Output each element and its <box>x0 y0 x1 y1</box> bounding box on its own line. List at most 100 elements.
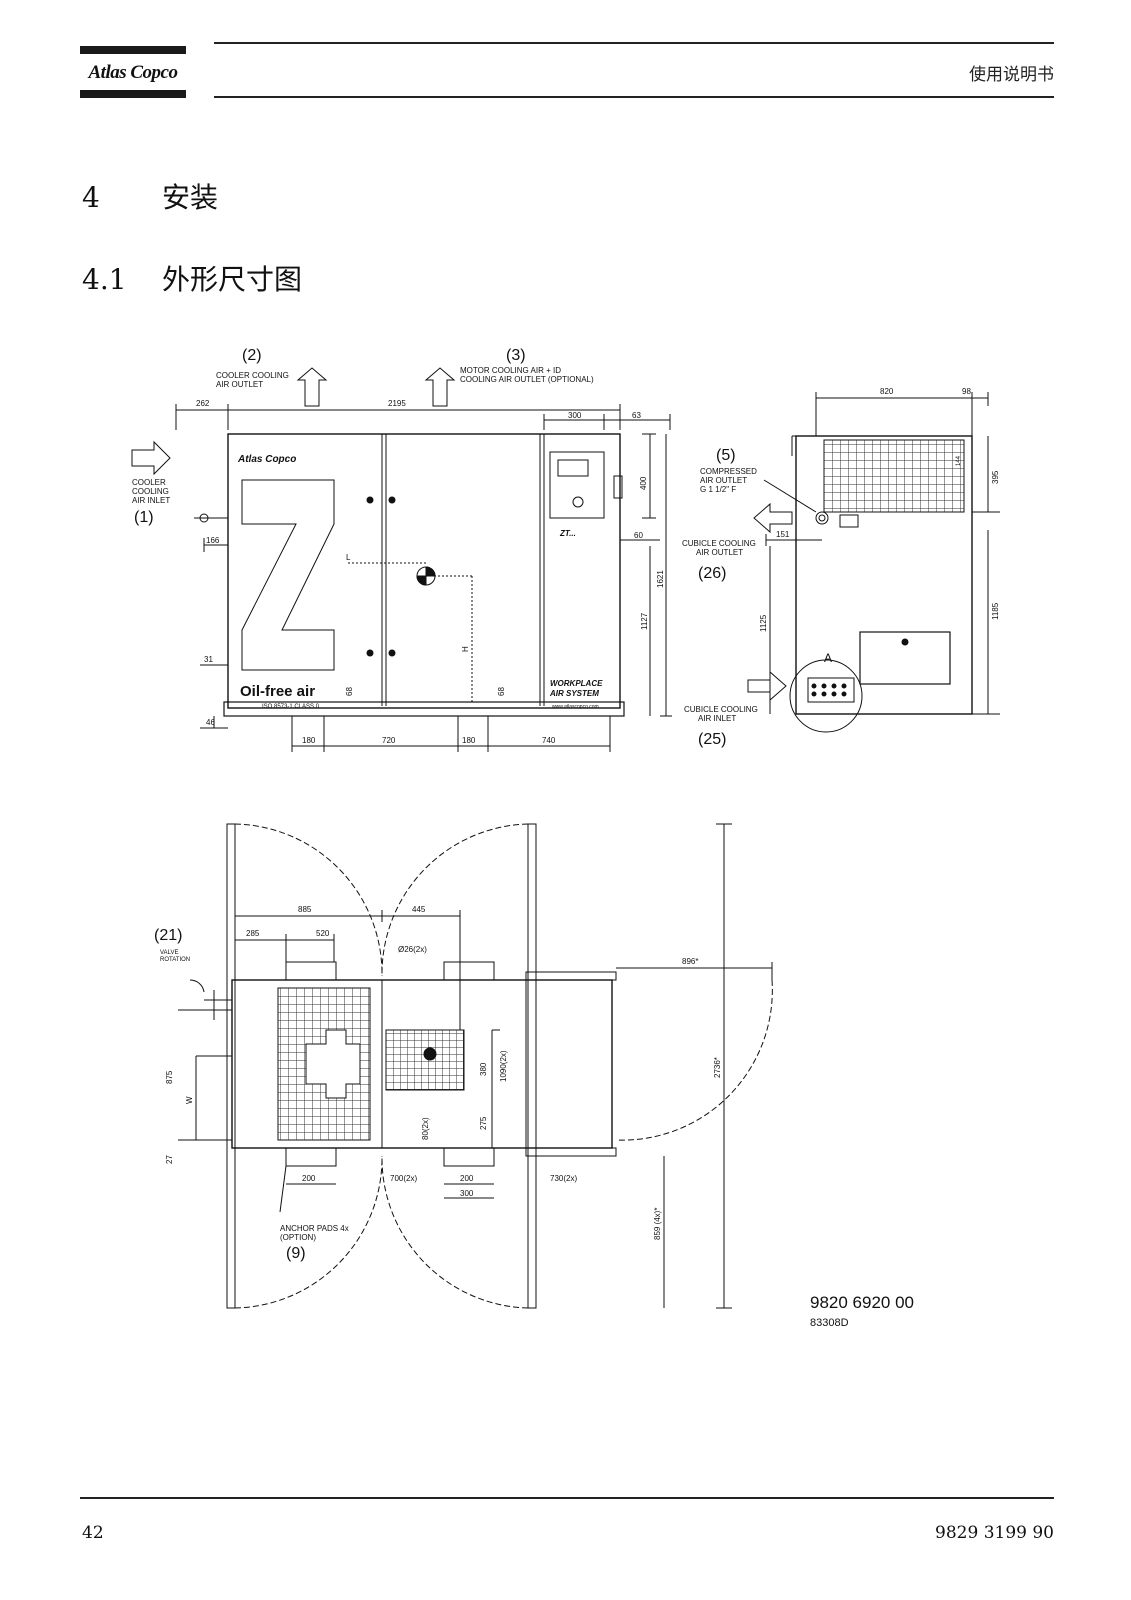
dim-180-right: 180 <box>462 736 476 745</box>
unit-workplace-label-2: AIR SYSTEM <box>549 689 599 698</box>
callout-26: (26) <box>698 565 726 582</box>
dim-300-top: 300 <box>460 1189 474 1198</box>
top-view <box>178 823 773 1309</box>
dim-200-right: 200 <box>460 1174 474 1183</box>
dim-2195: 2195 <box>388 399 406 408</box>
dim-144: 144 <box>956 455 962 466</box>
dim-98: 98 <box>962 387 971 396</box>
dim-166: 166 <box>206 536 220 545</box>
callout-5-text-2: AIR OUTLET <box>700 476 747 485</box>
dim-820: 820 <box>880 387 894 396</box>
dim-27: 27 <box>165 1155 174 1164</box>
dim-1127: 1127 <box>640 612 649 630</box>
logo-wordmark: Atlas Copco <box>88 62 178 83</box>
dim-200-left: 200 <box>302 1174 316 1183</box>
dim-395: 395 <box>991 470 1000 484</box>
dim-700: 700(2x) <box>390 1174 417 1183</box>
callout-25-text-1: CUBICLE COOLING <box>684 705 758 714</box>
dim-60: 60 <box>634 531 643 540</box>
callout-3-text-2: COOLING AIR OUTLET (OPTIONAL) <box>460 375 594 384</box>
unit-model-label: ZT... <box>559 529 576 538</box>
dim-400: 400 <box>639 476 648 490</box>
dim-262: 262 <box>196 399 210 408</box>
drawing-ref: 83308D <box>810 1317 849 1329</box>
dim-2736: 2736* <box>713 1057 722 1078</box>
unit-iso-label: ISO 8573-1 CLASS 0 <box>262 704 320 710</box>
callout-5: (5) <box>716 447 736 464</box>
header-rule-bottom <box>214 96 1054 98</box>
subsection-title: 外形尺寸图 <box>162 263 303 296</box>
dim-885: 885 <box>298 905 312 914</box>
callout-2-text-2: AIR OUTLET <box>216 380 263 389</box>
callout-25-text-2: AIR INLET <box>698 714 736 723</box>
dimension-drawing: (2) COOLER COOLING AIR OUTLET (3) MOTOR … <box>131 347 1000 1329</box>
callout-25: (25) <box>698 731 726 748</box>
dim-31: 31 <box>204 655 213 664</box>
dim-80: 80(2x) <box>421 1117 430 1140</box>
dim-1185: 1185 <box>991 602 1000 620</box>
dim-W: W <box>185 1096 194 1104</box>
callout-9-text-2: (OPTION) <box>280 1233 316 1242</box>
dim-1621: 1621 <box>656 570 665 588</box>
subsection-heading: 4.1 外形尺寸图 <box>82 258 302 298</box>
callout-21: (21) <box>154 927 182 944</box>
footer-doc-number: 9829 3199 90 <box>935 1523 1054 1543</box>
dim-380: 380 <box>479 1062 488 1076</box>
unit-brand-label: Atlas Copco <box>237 454 296 465</box>
dim-1090: 1090(2x) <box>499 1050 508 1082</box>
dim-740: 740 <box>542 736 556 745</box>
atlas-copco-logo: Atlas Copco <box>80 46 186 100</box>
dim-300: 300 <box>568 411 582 420</box>
callout-1: (1) <box>134 509 154 526</box>
callout-2-text-1: COOLER COOLING <box>216 371 289 380</box>
detail-a-label: A <box>824 651 832 665</box>
dim-26: Ø26(2x) <box>398 945 427 954</box>
unit-oilfree-label: Oil-free air <box>240 683 315 700</box>
dim-L: L <box>346 553 351 562</box>
callout-1-text-2: COOLING <box>132 487 169 496</box>
section-heading: 4 安装 <box>82 176 218 216</box>
logo-bar-bottom <box>80 90 186 98</box>
drawing-number: 9820 6920 00 <box>810 1293 914 1312</box>
footer-rule <box>80 1497 1054 1499</box>
subsection-number: 4.1 <box>82 263 127 296</box>
unit-workplace-label-1: WORKPLACE <box>550 679 603 688</box>
callout-5-text-3: G 1 1/2" F <box>700 485 736 494</box>
logo-bar-top <box>80 46 186 54</box>
dim-1125: 1125 <box>759 614 768 632</box>
dim-445: 445 <box>412 905 426 914</box>
dim-859: 859 (4x)* <box>653 1208 662 1240</box>
callout-5-text-1: COMPRESSED <box>700 467 757 476</box>
callout-21-text-2: ROTATION <box>160 957 190 963</box>
section-title: 安装 <box>162 181 219 214</box>
callout-1-text-1: COOLER <box>132 478 166 487</box>
unit-web-label: www.atlascopco.com <box>552 704 599 710</box>
callout-1-text-3: AIR INLET <box>132 496 170 505</box>
callout-3-text-1: MOTOR COOLING AIR + ID <box>460 366 561 375</box>
section-number: 4 <box>82 181 100 214</box>
dim-520: 520 <box>316 929 330 938</box>
callout-9: (9) <box>286 1245 306 1262</box>
dim-275: 275 <box>479 1116 488 1130</box>
dim-68-left: 68 <box>345 687 354 696</box>
header-doc-title: 使用说明书 <box>969 65 1054 85</box>
dim-875: 875 <box>165 1070 174 1084</box>
callout-26-text-2: AIR OUTLET <box>696 548 743 557</box>
dim-H: H <box>461 646 470 652</box>
callout-9-text-1: ANCHOR PADS 4x <box>280 1224 349 1233</box>
header-rule-top <box>214 42 1054 44</box>
side-view <box>747 392 1000 733</box>
callout-2: (2) <box>242 347 262 364</box>
callout-26-text-1: CUBICLE COOLING <box>682 539 756 548</box>
front-view <box>131 367 672 752</box>
callout-3: (3) <box>506 347 526 364</box>
dim-63: 63 <box>632 411 641 420</box>
dim-720: 720 <box>382 736 396 745</box>
callout-21-text-1: VALVE <box>160 950 178 956</box>
dim-68-right: 68 <box>497 687 506 696</box>
page-number: 42 <box>82 1523 104 1543</box>
dim-285: 285 <box>246 929 260 938</box>
dim-46: 46 <box>206 718 215 727</box>
dim-730: 730(2x) <box>550 1174 577 1183</box>
dim-180-left: 180 <box>302 736 316 745</box>
